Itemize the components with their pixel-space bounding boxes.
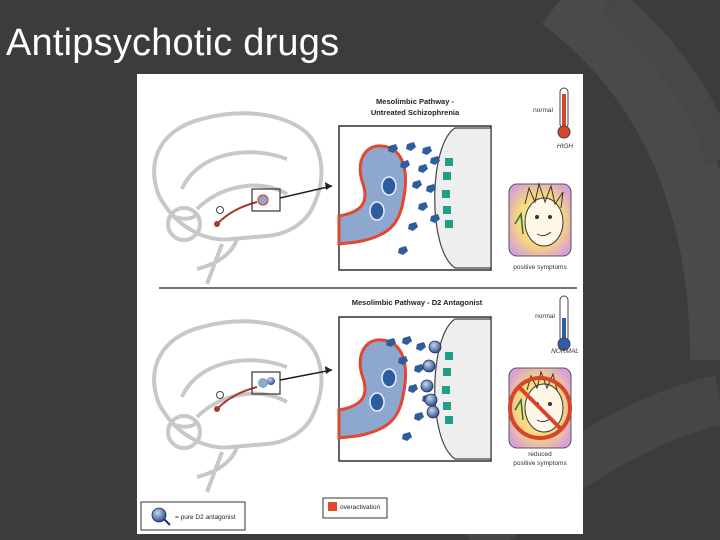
- panel-title-line1: Mesolimbic Pathway -: [376, 97, 454, 106]
- legend-antagonist: = pure D2 antagonist: [140, 501, 246, 531]
- agitated-face-icon: [508, 182, 572, 257]
- symptom-caption-top: positive symptoms: [513, 264, 567, 271]
- legend-antagonist-label: = pure D2 antagonist: [175, 514, 236, 521]
- zoom-arrow-top: [279, 185, 333, 199]
- legend-overactivation-label: overactivation: [340, 504, 380, 511]
- panel-title-line2: Untreated Schizophrenia: [371, 108, 460, 117]
- symptom-caption-bottom-line1: reduced: [528, 451, 552, 458]
- thermometer-high: [557, 87, 571, 139]
- mesolimbic-figure: Mesolimbic Pathway - Untreated Schizophr…: [137, 74, 583, 534]
- panel-d2-antagonist: Mesolimbic Pathway - D2 Antagonist: [152, 295, 579, 493]
- brain-sagittal-bottom: [152, 319, 324, 493]
- symptom-caption-bottom-line2: positive symptoms: [513, 460, 567, 467]
- legend-overactivation: overactivation: [322, 497, 388, 519]
- thermometer-normal: [557, 295, 571, 351]
- zoom-arrow-bottom: [279, 369, 333, 381]
- thermo-label-high: HIGH: [557, 143, 574, 150]
- figure-canvas: Mesolimbic Pathway - Untreated Schizophr…: [140, 87, 579, 531]
- thermo-label-normal-status: NORMAL: [551, 348, 579, 355]
- panel-title-bottom: Mesolimbic Pathway - D2 Antagonist: [352, 298, 483, 307]
- mesolimbic-pathway-top: [216, 201, 258, 225]
- thermo-label-normal-bottom: normal: [535, 313, 555, 320]
- mesolimbic-pathway-bottom: [216, 386, 258, 410]
- slide-title: Antipsychotic drugs: [6, 22, 340, 64]
- calm-face-crossed-icon: [508, 367, 572, 449]
- brain-sagittal-top: [152, 111, 324, 285]
- thermo-label-normal: normal: [533, 107, 553, 114]
- panel-untreated: Mesolimbic Pathway - Untreated Schizophr…: [152, 87, 574, 285]
- overactivation-swatch: [328, 502, 337, 511]
